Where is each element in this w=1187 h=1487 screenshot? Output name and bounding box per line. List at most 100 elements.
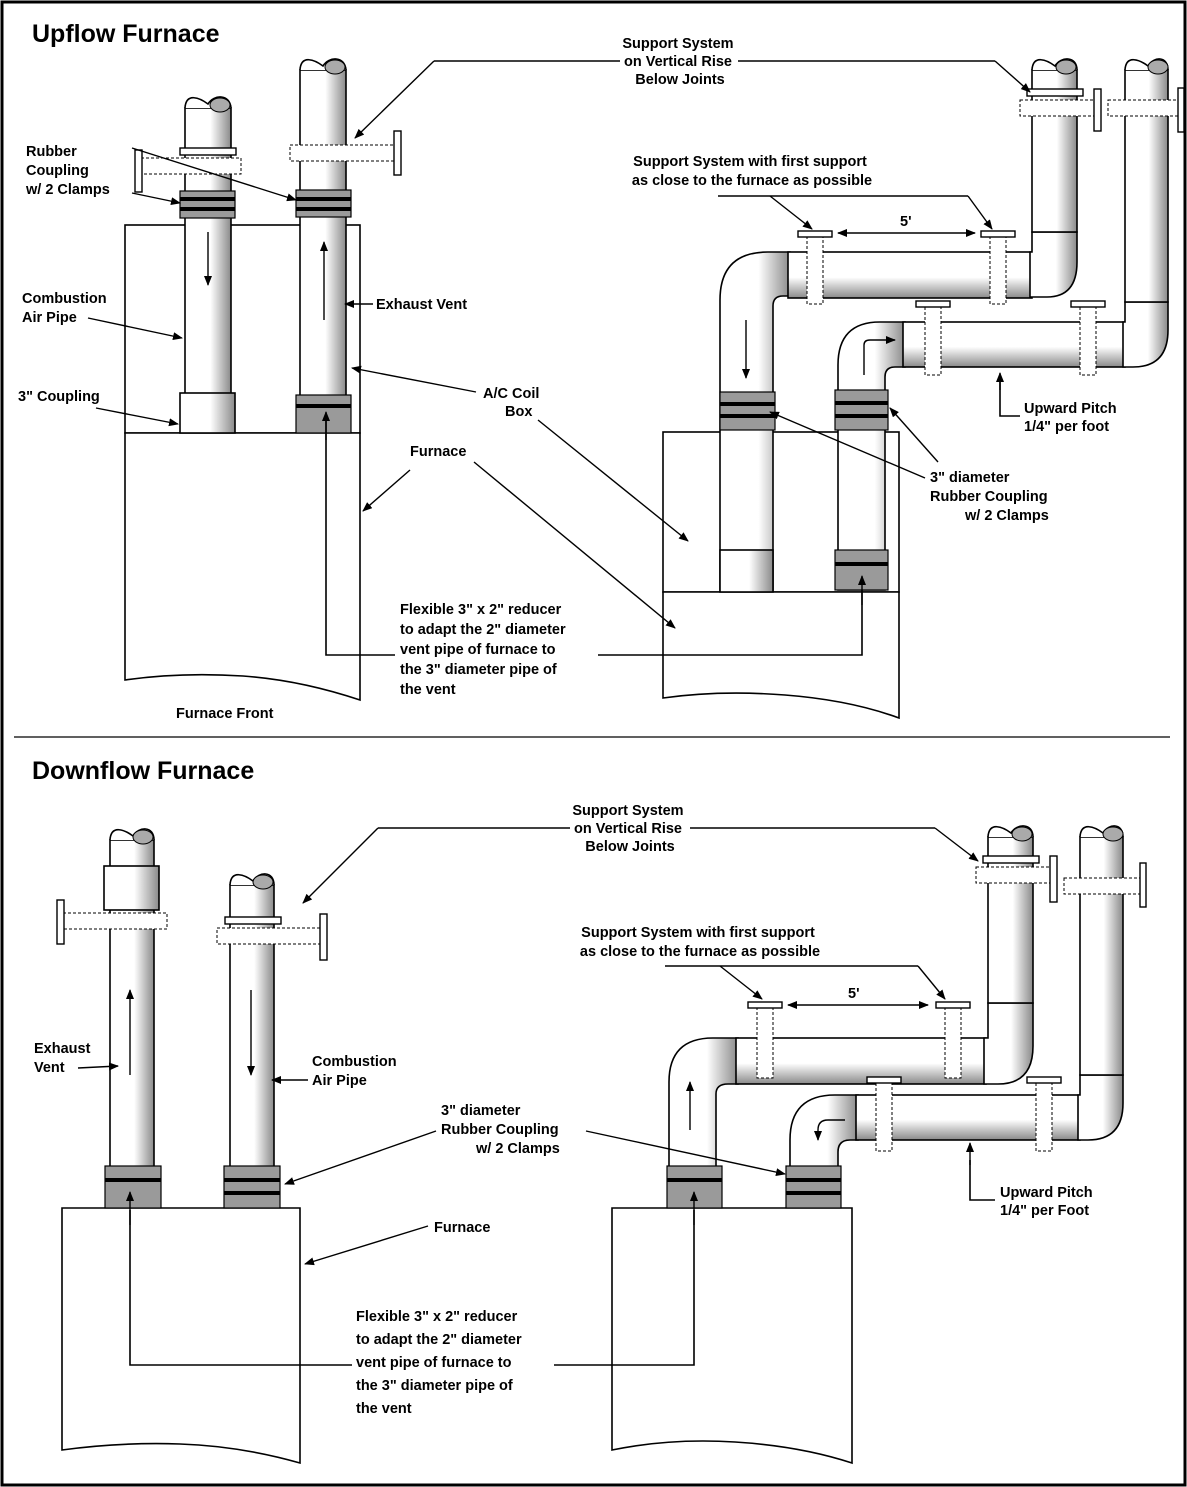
leader-arrow <box>967 195 993 230</box>
leader-line <box>969 1160 995 1201</box>
rubber-coupling-label: Rubber Coupling w/ 2 Clamps <box>25 144 110 198</box>
support-bracket-end <box>319 913 328 961</box>
horizontal-run-upper <box>735 1037 987 1085</box>
hanger <box>1079 306 1097 376</box>
hanger-plate <box>1026 1076 1062 1084</box>
rubber-coupling <box>785 1165 842 1209</box>
vertical-rise-upper <box>1031 69 1078 233</box>
leader-line <box>325 420 395 656</box>
exhaust-vent-pipe-upflow <box>299 69 347 397</box>
pipe-cut-icon <box>1055 59 1077 75</box>
rubber-coupling <box>179 190 236 219</box>
pipe-cut-icon <box>132 829 154 845</box>
support-first-label: Support System with first support as clo… <box>580 925 820 960</box>
vertical-rise-upper <box>987 836 1034 1004</box>
coupling-3in-label: 3" Coupling <box>18 389 100 405</box>
leader-arrow <box>131 147 297 202</box>
hanger-plate <box>1070 300 1106 308</box>
coupling <box>103 865 160 911</box>
distance-label: 5' <box>900 214 912 230</box>
support-bracket <box>1019 99 1101 117</box>
downflow-title: Downflow Furnace <box>32 757 254 785</box>
leader-arrow <box>354 60 435 139</box>
leader-line <box>598 590 863 656</box>
leader-arrow <box>304 1225 429 1266</box>
leader-arrow <box>473 461 676 629</box>
support-bracket-end <box>393 130 402 176</box>
support-collar <box>982 855 1040 864</box>
combustion-air-pipe-right-downflow <box>789 1094 859 1169</box>
leader-arrow <box>77 1062 119 1071</box>
coupling-3in <box>179 392 236 434</box>
leader-arrow <box>585 1130 786 1177</box>
leader-arrow <box>769 411 926 479</box>
hanger <box>875 1082 893 1152</box>
furnace-label: Furnace <box>434 1220 490 1236</box>
support-bracket-end <box>134 149 143 193</box>
leader-arrow <box>284 1130 437 1185</box>
support-bracket <box>1107 99 1181 117</box>
vertical-rise-lower <box>1079 836 1124 1076</box>
pipe-cut-icon <box>252 874 274 890</box>
exhaust-vent-label: Exhaust Vent <box>34 1041 94 1076</box>
hanger <box>924 306 942 376</box>
downflow-furnace-right <box>611 1207 853 1465</box>
exhaust-vent-pipe-right-downflow <box>668 1037 739 1169</box>
hanger-plate <box>915 300 951 308</box>
leader-arrow <box>934 827 979 862</box>
support-bracket <box>289 144 395 162</box>
support-bracket <box>62 912 168 930</box>
furnace-front-label: Furnace Front <box>176 706 274 722</box>
leader-arrow <box>769 195 813 230</box>
rubber-coupling <box>223 1165 281 1209</box>
elbow-upper <box>1029 231 1078 298</box>
pipe-cut-icon <box>1102 826 1124 842</box>
hanger-plate <box>980 230 1016 238</box>
support-collar <box>224 916 282 925</box>
leader-arrow <box>719 965 763 1000</box>
leader-arrow <box>917 965 946 1000</box>
hanger <box>756 1007 774 1079</box>
hanger <box>1035 1082 1053 1152</box>
support-bracket-end <box>1093 88 1102 132</box>
support-bracket-end <box>1177 87 1185 133</box>
hanger-plate <box>747 1001 783 1009</box>
hanger-plate <box>866 1076 902 1084</box>
reducer-coupling <box>104 1165 162 1209</box>
leader-line <box>999 382 1020 417</box>
leader-line <box>129 1210 352 1366</box>
leader-arrow <box>889 407 939 463</box>
support-vertical-label: Support System on Vertical Rise Below Jo… <box>622 36 737 88</box>
upflow-section: Upflow Furnace <box>18 20 1185 722</box>
flow-arrow-down <box>814 1119 845 1141</box>
coupling-3in <box>719 549 774 593</box>
diameter-coupling-label: 3" diameter Rubber Coupling w/ 2 Clamps <box>930 470 1052 524</box>
hanger <box>989 235 1007 305</box>
support-bracket-end <box>1049 855 1058 903</box>
hanger-plate <box>935 1001 971 1009</box>
support-vertical-label: Support System on Vertical Rise Below Jo… <box>572 803 687 855</box>
leader-arrow <box>537 419 689 542</box>
ac-coil-box-label: A/C Coil Box <box>483 386 543 420</box>
support-bracket-end <box>56 899 65 945</box>
support-collar <box>1026 88 1084 97</box>
support-bracket <box>1063 877 1143 895</box>
support-bracket <box>216 927 322 945</box>
leader-arrow <box>362 469 411 512</box>
pipe-cut-icon <box>1011 826 1033 842</box>
support-bracket <box>975 866 1057 884</box>
upflow-furnace-left <box>124 432 361 702</box>
reducer-label: Flexible 3" x 2" reducer to adapt the 2"… <box>400 602 570 698</box>
pipe-cut-icon <box>324 59 346 75</box>
upflow-title: Upflow Furnace <box>32 20 220 48</box>
flow-arrow-right <box>863 336 896 375</box>
hanger <box>944 1007 962 1079</box>
upward-pitch-label: Upward Pitch 1/4" per Foot <box>1000 1185 1097 1219</box>
hanger-plate <box>797 230 833 238</box>
pipe-cut-icon <box>1147 59 1169 75</box>
rubber-coupling <box>295 189 352 218</box>
distance-label: 5' <box>848 986 860 1002</box>
reducer-label: Flexible 3" x 2" reducer to adapt the 2"… <box>356 1309 526 1417</box>
